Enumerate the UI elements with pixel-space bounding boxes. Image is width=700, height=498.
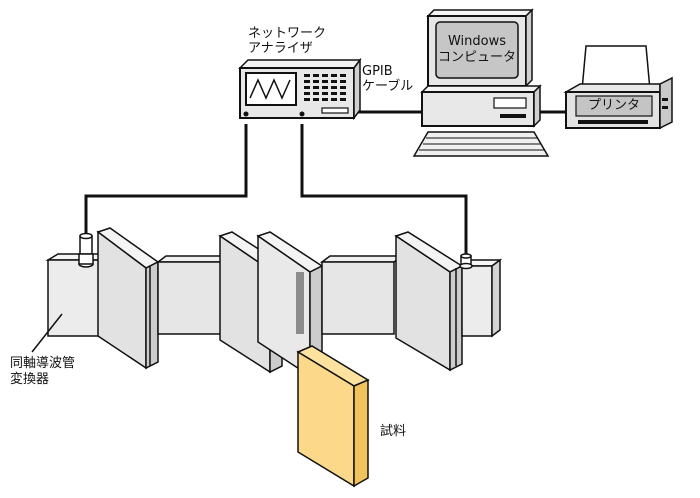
analyzer-keypad [304,74,346,101]
sample-slab [296,345,370,488]
coax-cable-left [84,124,248,236]
waveguide-system [31,227,503,488]
computer-screen-label-line1: Windows [447,34,507,49]
analyzer-port-1 [243,111,249,117]
coax-cable-right [300,124,468,256]
computer-screen-label-line2: コンピュータ [438,50,517,65]
network-analyzer-label-line2: アナライザ [248,41,313,56]
printer [563,45,673,130]
converter-label-line1: 同軸導波管 [10,356,76,371]
coax-waveguide-converter-right [459,258,503,338]
analyzer-port-2 [299,111,305,117]
waveform-trace [249,78,291,100]
network-analyzer-label-line1: ネットワーク [248,26,327,41]
converter-label-line2: 変換器 [10,372,50,387]
printer-label: プリンタ [587,98,640,113]
sample-label: 試料 [380,424,407,439]
coax-cables [84,110,570,256]
printer-label-panel [575,95,653,117]
flange-left [96,227,160,370]
coax-connector-left [78,232,94,268]
coax-connector-right [459,253,473,270]
waveguide-section-2 [319,255,405,335]
monitor-screen [435,21,519,79]
computer-body [421,91,535,127]
gpib-cable-label-line2: ケーブル [362,79,414,94]
flange-right [394,231,464,372]
gpib-cable-label-line1: GPIB [362,64,393,79]
network-analyzer [238,57,362,121]
waveguide-section-1 [155,255,237,335]
windows-computer [412,8,550,157]
converter-leader-line [31,313,63,353]
